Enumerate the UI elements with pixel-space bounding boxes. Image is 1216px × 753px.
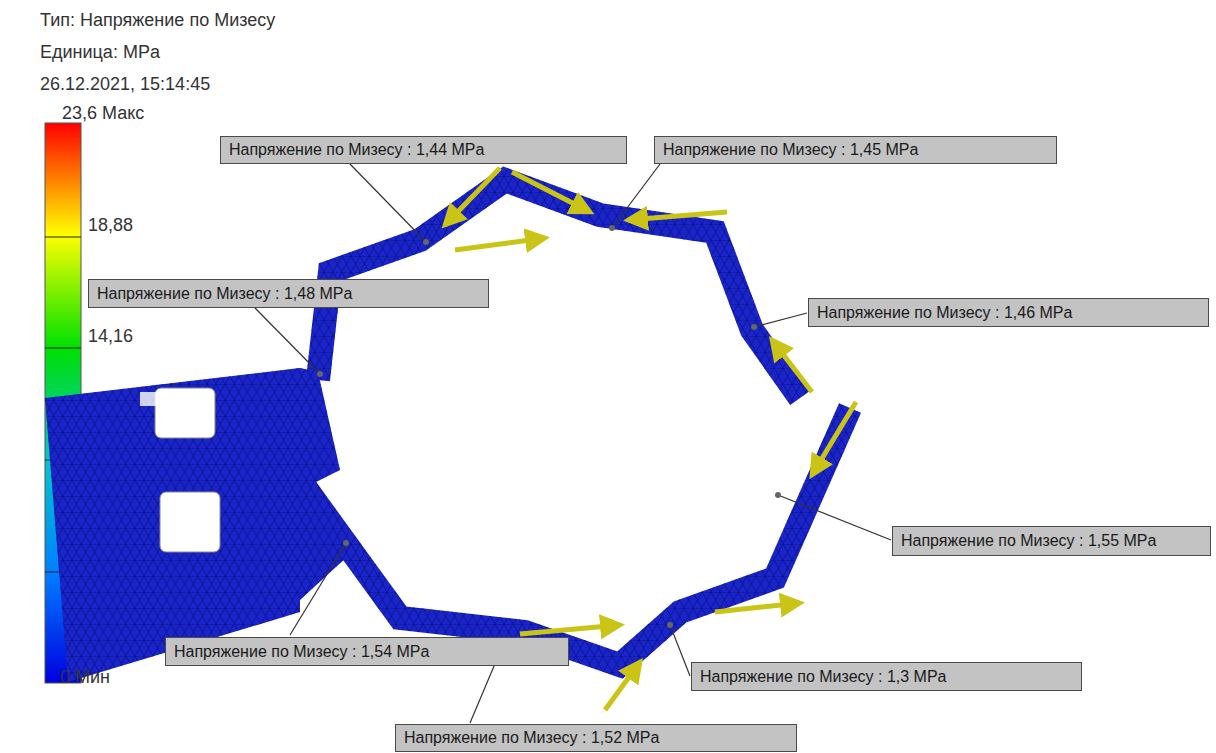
part-body [45, 180, 850, 682]
timestamp-label: 26.12.2021, 15:14:45 [40, 74, 210, 95]
callout-box: Напряжение по Мизесу : 1,52 MPa [395, 724, 797, 752]
scale-min-label: 0 Мин [60, 667, 110, 688]
scale-value-label: 18,88 [88, 215, 133, 236]
load-arrows [445, 168, 856, 710]
unit-label: Единица: MPa [40, 42, 160, 63]
scale-value-label: 14,16 [88, 326, 133, 347]
callout-box: Напряжение по Мизесу : 1,46 MPa [808, 298, 1209, 327]
callout-text: Напряжение по Мизесу : 1,46 MPa [809, 304, 1080, 322]
callout-text: Напряжение по Мизесу : 1,48 MPa [89, 285, 360, 303]
callout-box: Напряжение по Мизесу : 1,55 MPa [892, 526, 1211, 556]
plot-title: Тип: Напряжение по Мизесу [40, 10, 275, 31]
callout-text: Напряжение по Мизесу : 1,45 MPa [655, 141, 926, 159]
callout-text: Напряжение по Мизесу : 1,55 MPa [893, 532, 1164, 550]
scale-max-label: 23,6 Макс [62, 103, 144, 124]
callout-box: Напряжение по Мизесу : 1,45 MPa [654, 136, 1057, 164]
callout-box: Напряжение по Мизесу : 1,54 MPa [165, 637, 569, 666]
callout-text: Напряжение по Мизесу : 1,3 MPa [692, 668, 954, 686]
callout-text: Напряжение по Мизесу : 1,44 MPa [221, 141, 492, 159]
callout-box: Напряжение по Мизесу : 1,3 MPa [691, 662, 1082, 691]
callout-text: Напряжение по Мизесу : 1,54 MPa [166, 643, 437, 661]
callout-text: Напряжение по Мизесу : 1,52 MPa [396, 729, 667, 747]
callout-box: Напряжение по Мизесу : 1,44 MPa [220, 136, 627, 164]
callout-box: Напряжение по Мизесу : 1,48 MPa [88, 279, 489, 308]
